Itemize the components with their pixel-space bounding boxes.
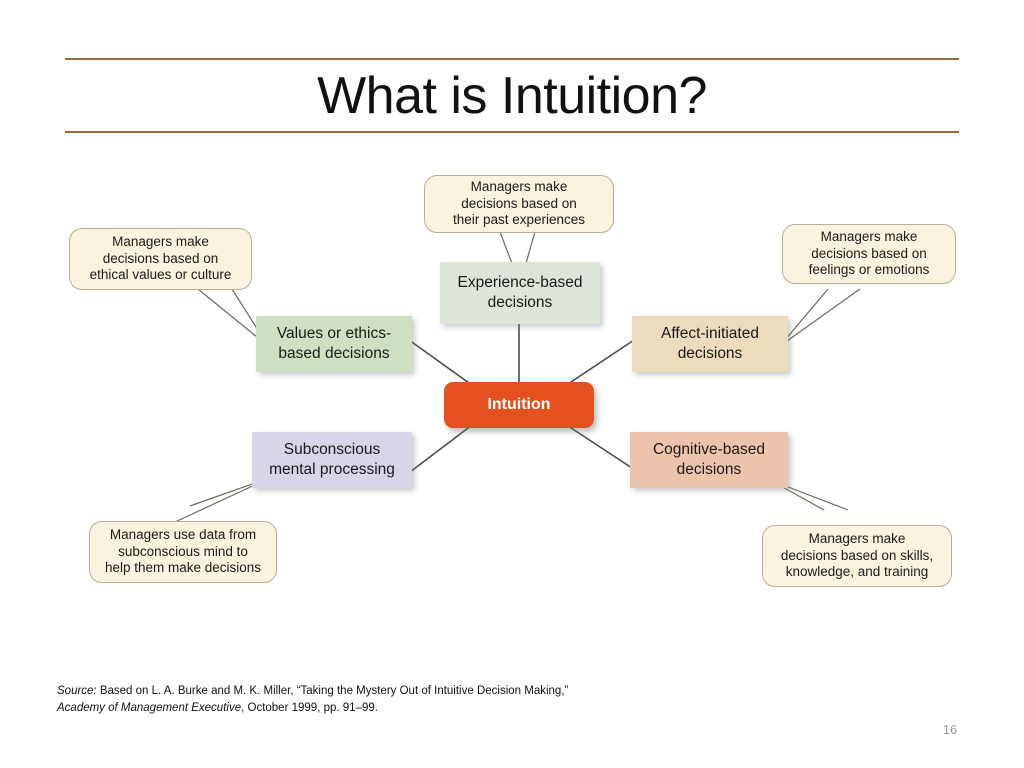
- spoke-values: [408, 339, 477, 389]
- intuition-mind-map: Intuition Experience-based decisions Val…: [0, 150, 1024, 630]
- title-rule-bottom: [65, 131, 959, 133]
- callout-affect-initiated-label: Managers make decisions based on feeling…: [808, 229, 930, 278]
- node-intuition-hub[interactable]: Intuition: [444, 382, 594, 428]
- source-text-part-2: , October 1999, pp. 91–99.: [241, 702, 378, 715]
- node-affect-initiated-decisions[interactable]: Affect-initiated decisions: [632, 316, 788, 372]
- node-experience-based-decisions-label: Experience-based decisions: [457, 274, 583, 311]
- callout-cognitive-based[interactable]: Managers make decisions based on skills,…: [762, 525, 952, 587]
- tail-affect-b: [779, 288, 861, 347]
- title-rule-top: [65, 58, 959, 60]
- node-cognitive-based-decisions[interactable]: Cognitive-based decisions: [630, 432, 788, 488]
- page-title: What is Intuition?: [317, 67, 707, 125]
- callout-subconscious-mental-processing[interactable]: Managers use data from subconscious mind…: [89, 521, 277, 583]
- callout-values-or-ethics[interactable]: Managers make decisions based on ethical…: [69, 228, 252, 290]
- node-subconscious-mental-processing-label: Subconscious mental processing: [269, 441, 395, 478]
- tail-affect-a: [779, 288, 829, 347]
- callout-affect-initiated[interactable]: Managers make decisions based on feeling…: [782, 224, 956, 284]
- node-subconscious-mental-processing[interactable]: Subconscious mental processing: [252, 432, 412, 488]
- source-journal-title: Academy of Management Executive: [57, 702, 242, 715]
- node-intuition-hub-label: Intuition: [487, 395, 551, 413]
- spoke-affect: [561, 339, 635, 389]
- node-experience-based-decisions[interactable]: Experience-based decisions: [440, 262, 600, 324]
- page-number: 16: [942, 722, 958, 737]
- node-values-or-ethics-based-decisions-label: Values or ethics- based decisions: [276, 325, 392, 362]
- callout-experience-based[interactable]: Managers make decisions based on their p…: [424, 175, 614, 233]
- callout-values-or-ethics-label: Managers make decisions based on ethical…: [89, 234, 232, 283]
- node-values-or-ethics-based-decisions[interactable]: Values or ethics- based decisions: [256, 316, 412, 372]
- spoke-subconscious: [409, 421, 477, 473]
- node-cognitive-based-decisions-label: Cognitive-based decisions: [652, 441, 765, 478]
- callout-experience-based-label: Managers make decisions based on their p…: [452, 179, 586, 228]
- spoke-cognitive: [561, 421, 633, 469]
- callout-cognitive-based-label: Managers make decisions based on skills,…: [780, 531, 934, 580]
- source-text-part-1: Based on L. A. Burke and M. K. Miller, “…: [96, 685, 569, 697]
- node-affect-initiated-decisions-label: Affect-initiated decisions: [661, 325, 759, 362]
- source-note: Source: Based on L. A. Burke and M. K. M…: [57, 683, 617, 718]
- callout-subconscious-mental-processing-label: Managers use data from subconscious mind…: [104, 527, 262, 576]
- source-label: Source:: [57, 685, 97, 697]
